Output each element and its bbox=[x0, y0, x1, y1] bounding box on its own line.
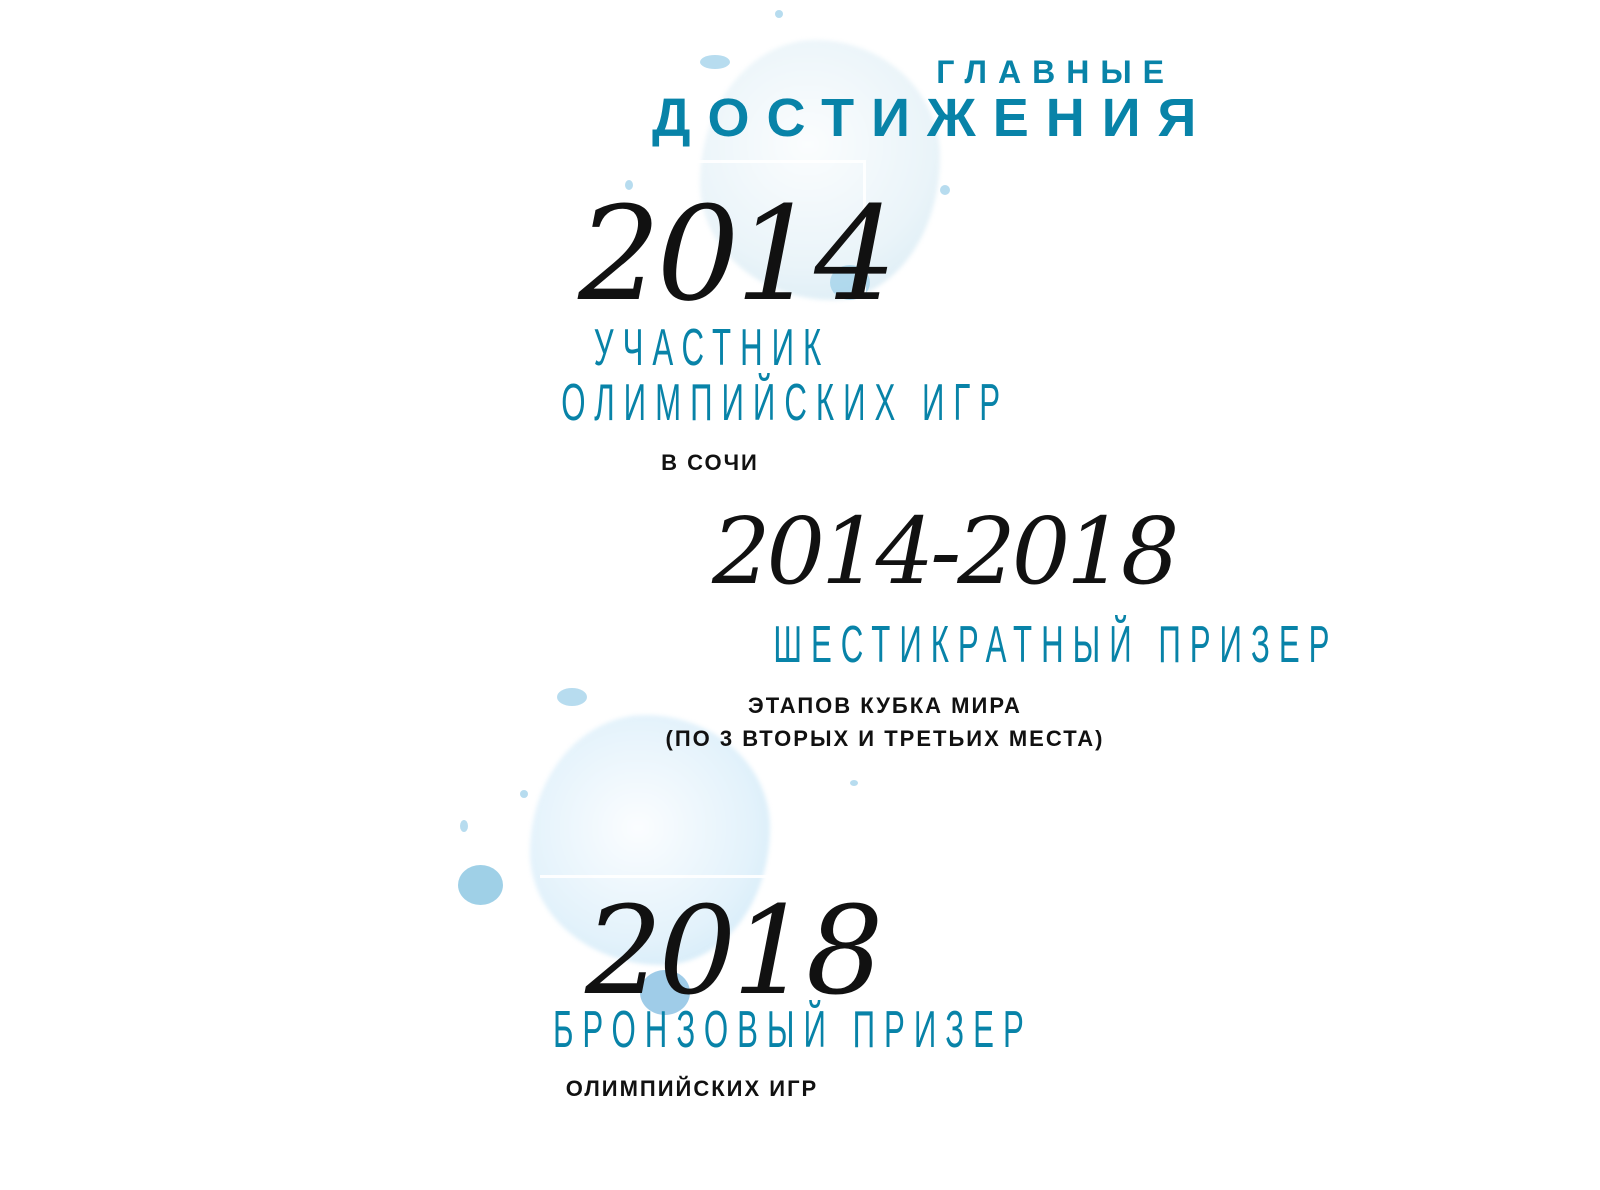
achievement-subtitle: ОЛИМПИЙСКИХ ИГР bbox=[565, 1076, 819, 1101]
achievement-year: 2014 bbox=[578, 178, 897, 330]
achievement-subtitle: В СОЧИ bbox=[661, 450, 759, 475]
achievement-year: 2018 bbox=[585, 880, 883, 1022]
achievement-year: 2014-2018 bbox=[712, 498, 1179, 605]
title-line: ШЕСТИКРАТНЫЙ ПРИЗЕР bbox=[773, 616, 1339, 674]
achievement-title: БРОНЗОВЫЙ ПРИЗЕР bbox=[393, 1000, 1024, 1060]
title-line: УЧАСТНИК bbox=[593, 319, 831, 377]
heading-line2: ДОСТИЖЕНИЯ bbox=[652, 88, 1214, 148]
title-line: БРОНЗОВЫЙ ПРИЗЕР bbox=[552, 1001, 1033, 1059]
achievement-title: ШЕСТИКРАТНЫЙ ПРИЗЕР bbox=[585, 615, 1329, 675]
achievement-title: УЧАСТНИК bbox=[412, 318, 1012, 378]
achievement-subtitle: (ПО 3 ВТОРЫХ И ТРЕТЬИХ МЕСТА) bbox=[665, 726, 1105, 751]
achievement-subtitle: ЭТАПОВ КУБКА МИРА bbox=[748, 693, 1022, 718]
heading-line1: ГЛАВНЫЕ bbox=[936, 54, 1175, 90]
title-line: ОЛИМПИЙСКИХ ИГР bbox=[561, 374, 1010, 432]
achievement-title: ОЛИМПИЙСКИХ ИГР bbox=[412, 373, 1012, 433]
